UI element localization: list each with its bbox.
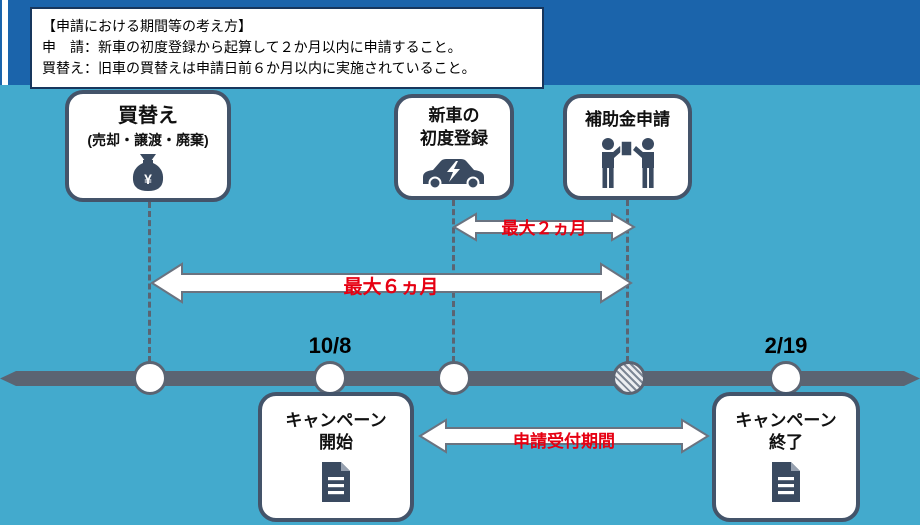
node-replacement-title: 買替え <box>118 105 178 127</box>
header-title: 【申請における期間等の考え方】 <box>42 18 252 34</box>
header-rule-replace: 買替え：旧車の買替えは申請日前６か月以内に実施されていること。 <box>42 60 476 76</box>
document-icon <box>772 462 800 503</box>
svg-text:¥: ¥ <box>144 171 152 187</box>
node-subsidy-application: 補助金申請 <box>563 94 692 200</box>
node-replacement: 買替え (売却・譲渡・廃棄) ¥ <box>65 90 231 202</box>
date-start: 10/8 <box>308 333 352 358</box>
connector-replacement <box>148 202 151 362</box>
node-replacement-subtitle: (売却・譲渡・廃棄) <box>87 132 209 148</box>
ev-car-icon <box>423 158 484 189</box>
node-campaign-start-line1: キャンペーン <box>285 410 387 430</box>
timeline-node-replacement <box>133 361 167 395</box>
header-rule-apply: 申 請：新車の初度登録から起算して２か月以内に申請すること。 <box>42 39 462 55</box>
node-campaign-start-line2: 開始 <box>319 433 353 452</box>
handover-people-icon <box>601 137 654 188</box>
span-label-application-period: 申請受付期間 <box>513 432 615 451</box>
span-arrow-application-period <box>418 418 710 454</box>
node-campaign-end: キャンペーン 終了 <box>712 392 860 522</box>
span-label-six-months: 最大６ヵ月 <box>343 277 439 298</box>
timeline-node-campaign-start <box>313 361 347 395</box>
timeline-node-application <box>612 361 646 395</box>
timeline-node-campaign-end <box>769 361 803 395</box>
left-edge-stripe <box>2 0 8 85</box>
span-label-two-months: 最大２ヵ月 <box>501 219 587 238</box>
money-bag-icon: ¥ <box>132 154 164 191</box>
node-campaign-start: キャンペーン 開始 <box>258 392 414 522</box>
document-icon <box>322 462 350 503</box>
span-arrow-two-months <box>452 212 636 242</box>
header-note: 【申請における期間等の考え方】 申 請：新車の初度登録から起算して２か月以内に申… <box>30 7 544 89</box>
span-arrow-six-months <box>150 262 633 304</box>
node-campaign-end-line2: 終了 <box>769 433 803 452</box>
node-subsidy-title: 補助金申請 <box>585 109 670 129</box>
node-campaign-end-line1: キャンペーン <box>735 410 837 430</box>
timeline-node-registration <box>437 361 471 395</box>
date-end: 2/19 <box>764 333 808 358</box>
node-new-car-line1: 新車の <box>428 106 480 126</box>
node-new-car-registration: 新車の 初度登録 <box>394 94 514 200</box>
node-new-car-line2: 初度登録 <box>420 128 488 148</box>
